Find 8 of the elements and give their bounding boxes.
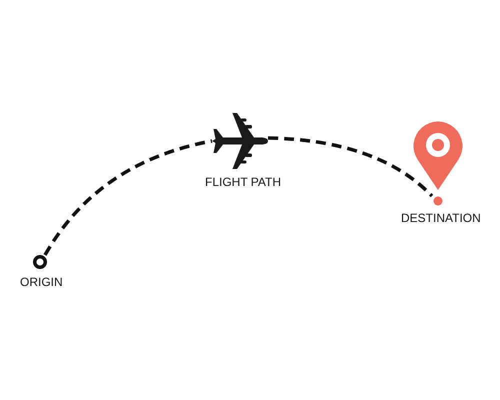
node-caption: ORIGIN xyxy=(20,275,63,289)
airplane-icon xyxy=(212,113,268,169)
dashed-line xyxy=(268,136,434,198)
ring-marker xyxy=(33,255,47,269)
node-caption: DESTINATION xyxy=(401,211,481,225)
node-caption: FLIGHT PATH xyxy=(205,175,282,189)
location-pin-icon xyxy=(413,121,463,206)
dashed-line xyxy=(44,139,212,256)
